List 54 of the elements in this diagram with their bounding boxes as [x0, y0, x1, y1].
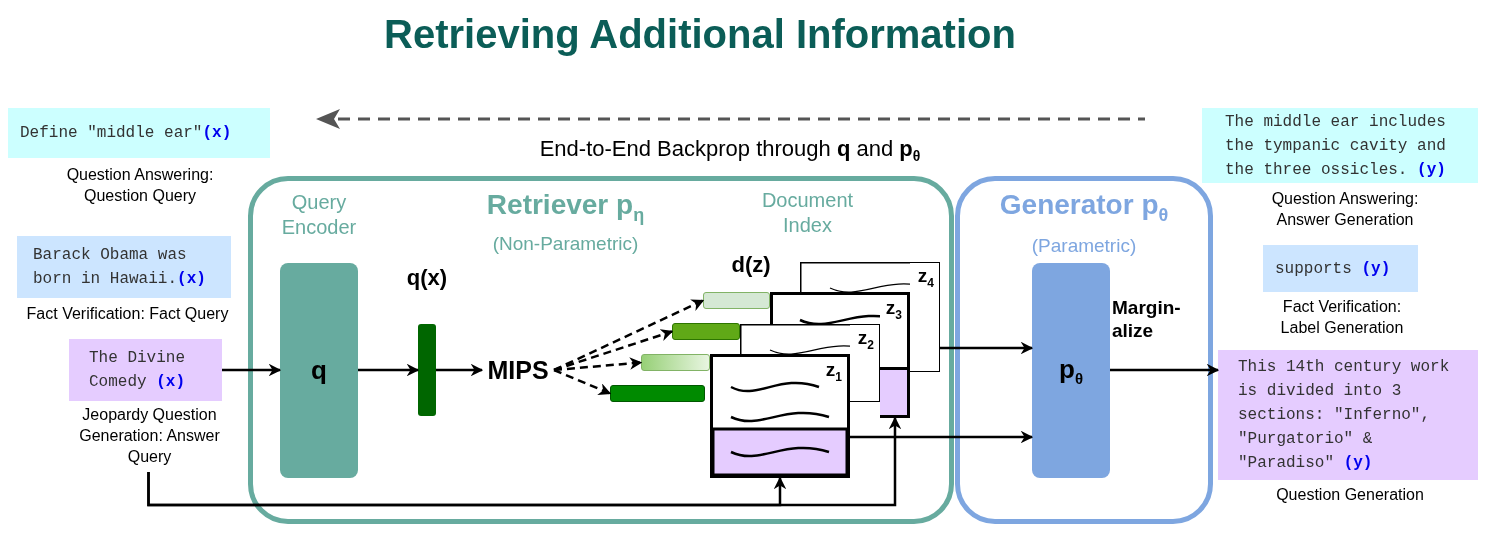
document-vector-bar [703, 292, 770, 309]
block-label: q [311, 355, 327, 386]
block-label: p$_{θ}$ [1059, 353, 1083, 388]
encoder-block [280, 263, 358, 478]
arrow [222, 363, 282, 377]
dashed-arrow [553, 368, 612, 395]
backprop-label: End-to-End Backprop through q and p$_{θ}$ [538, 136, 922, 165]
example-text-box [17, 236, 231, 298]
panel-title: Retriever p$_{η}$ [485, 189, 646, 226]
arrow [940, 341, 1034, 355]
dashed-arrow [553, 299, 705, 372]
arrow [436, 363, 484, 377]
caption-text: Jeopardy Question Generation: Answer Query [78, 405, 221, 467]
arrow [147, 416, 902, 507]
section-heading: Document Index [760, 188, 855, 238]
generator-panel [955, 176, 1213, 524]
panel-title: Generator p$_{θ}$ [998, 189, 1170, 226]
panel-subtitle: (Parametric) [1030, 235, 1138, 257]
document-vector-bar [610, 385, 705, 402]
dashed-arrow [553, 329, 674, 372]
example-text: Barack Obama was born in Hawaii.(x) [33, 245, 207, 290]
arrow [1110, 363, 1220, 377]
document-vector-bar [672, 323, 740, 340]
example-text-box [1263, 245, 1418, 292]
panel-subtitle: (Non-Parametric) [491, 233, 640, 255]
example-text: The Divine Comedy (x) [89, 348, 187, 393]
vector-label: d(z) [730, 252, 772, 278]
example-text-box [8, 108, 270, 158]
caption-text: Question Generation [1275, 485, 1425, 505]
example-text: The middle ear includes the tympanic cavity and the three ossicles. (y) [1225, 111, 1447, 181]
document-card-edge [880, 292, 910, 418]
example-text: This 14th century work is divided into 3 sections: "Inferno", "Purgatorio" & "Paradiso" (y) [1238, 357, 1451, 474]
generator-block [1032, 263, 1110, 478]
caption-text: Question Answering: Question Query [65, 165, 215, 206]
caption-text: q(x) [405, 265, 449, 291]
document-card-edge [850, 324, 880, 402]
arrow [850, 430, 1034, 444]
caption-text: Question Answering: Answer Generation [1270, 189, 1420, 230]
caption-text: Query Encoder [280, 190, 358, 240]
example-text-box [1202, 108, 1478, 183]
example-text-box [1218, 350, 1478, 480]
retriever-panel [248, 176, 954, 524]
example-text-box [69, 339, 222, 401]
mips-label: MIPS [482, 354, 554, 386]
caption-text: Fact Verification: Fact Query [25, 304, 230, 324]
document-card-edge [910, 262, 940, 372]
diagram-title: Retrieving Additional Information [383, 12, 1017, 57]
example-text: Define "middle ear"(x) [20, 123, 232, 144]
dashed-arrow [553, 357, 643, 372]
example-text: supports (y) [1275, 258, 1391, 280]
document-vector-bar [641, 354, 710, 371]
query-vector-bar [418, 324, 436, 416]
caption-text: Fact Verification: Label Generation [1279, 297, 1405, 338]
arrow [358, 363, 420, 377]
